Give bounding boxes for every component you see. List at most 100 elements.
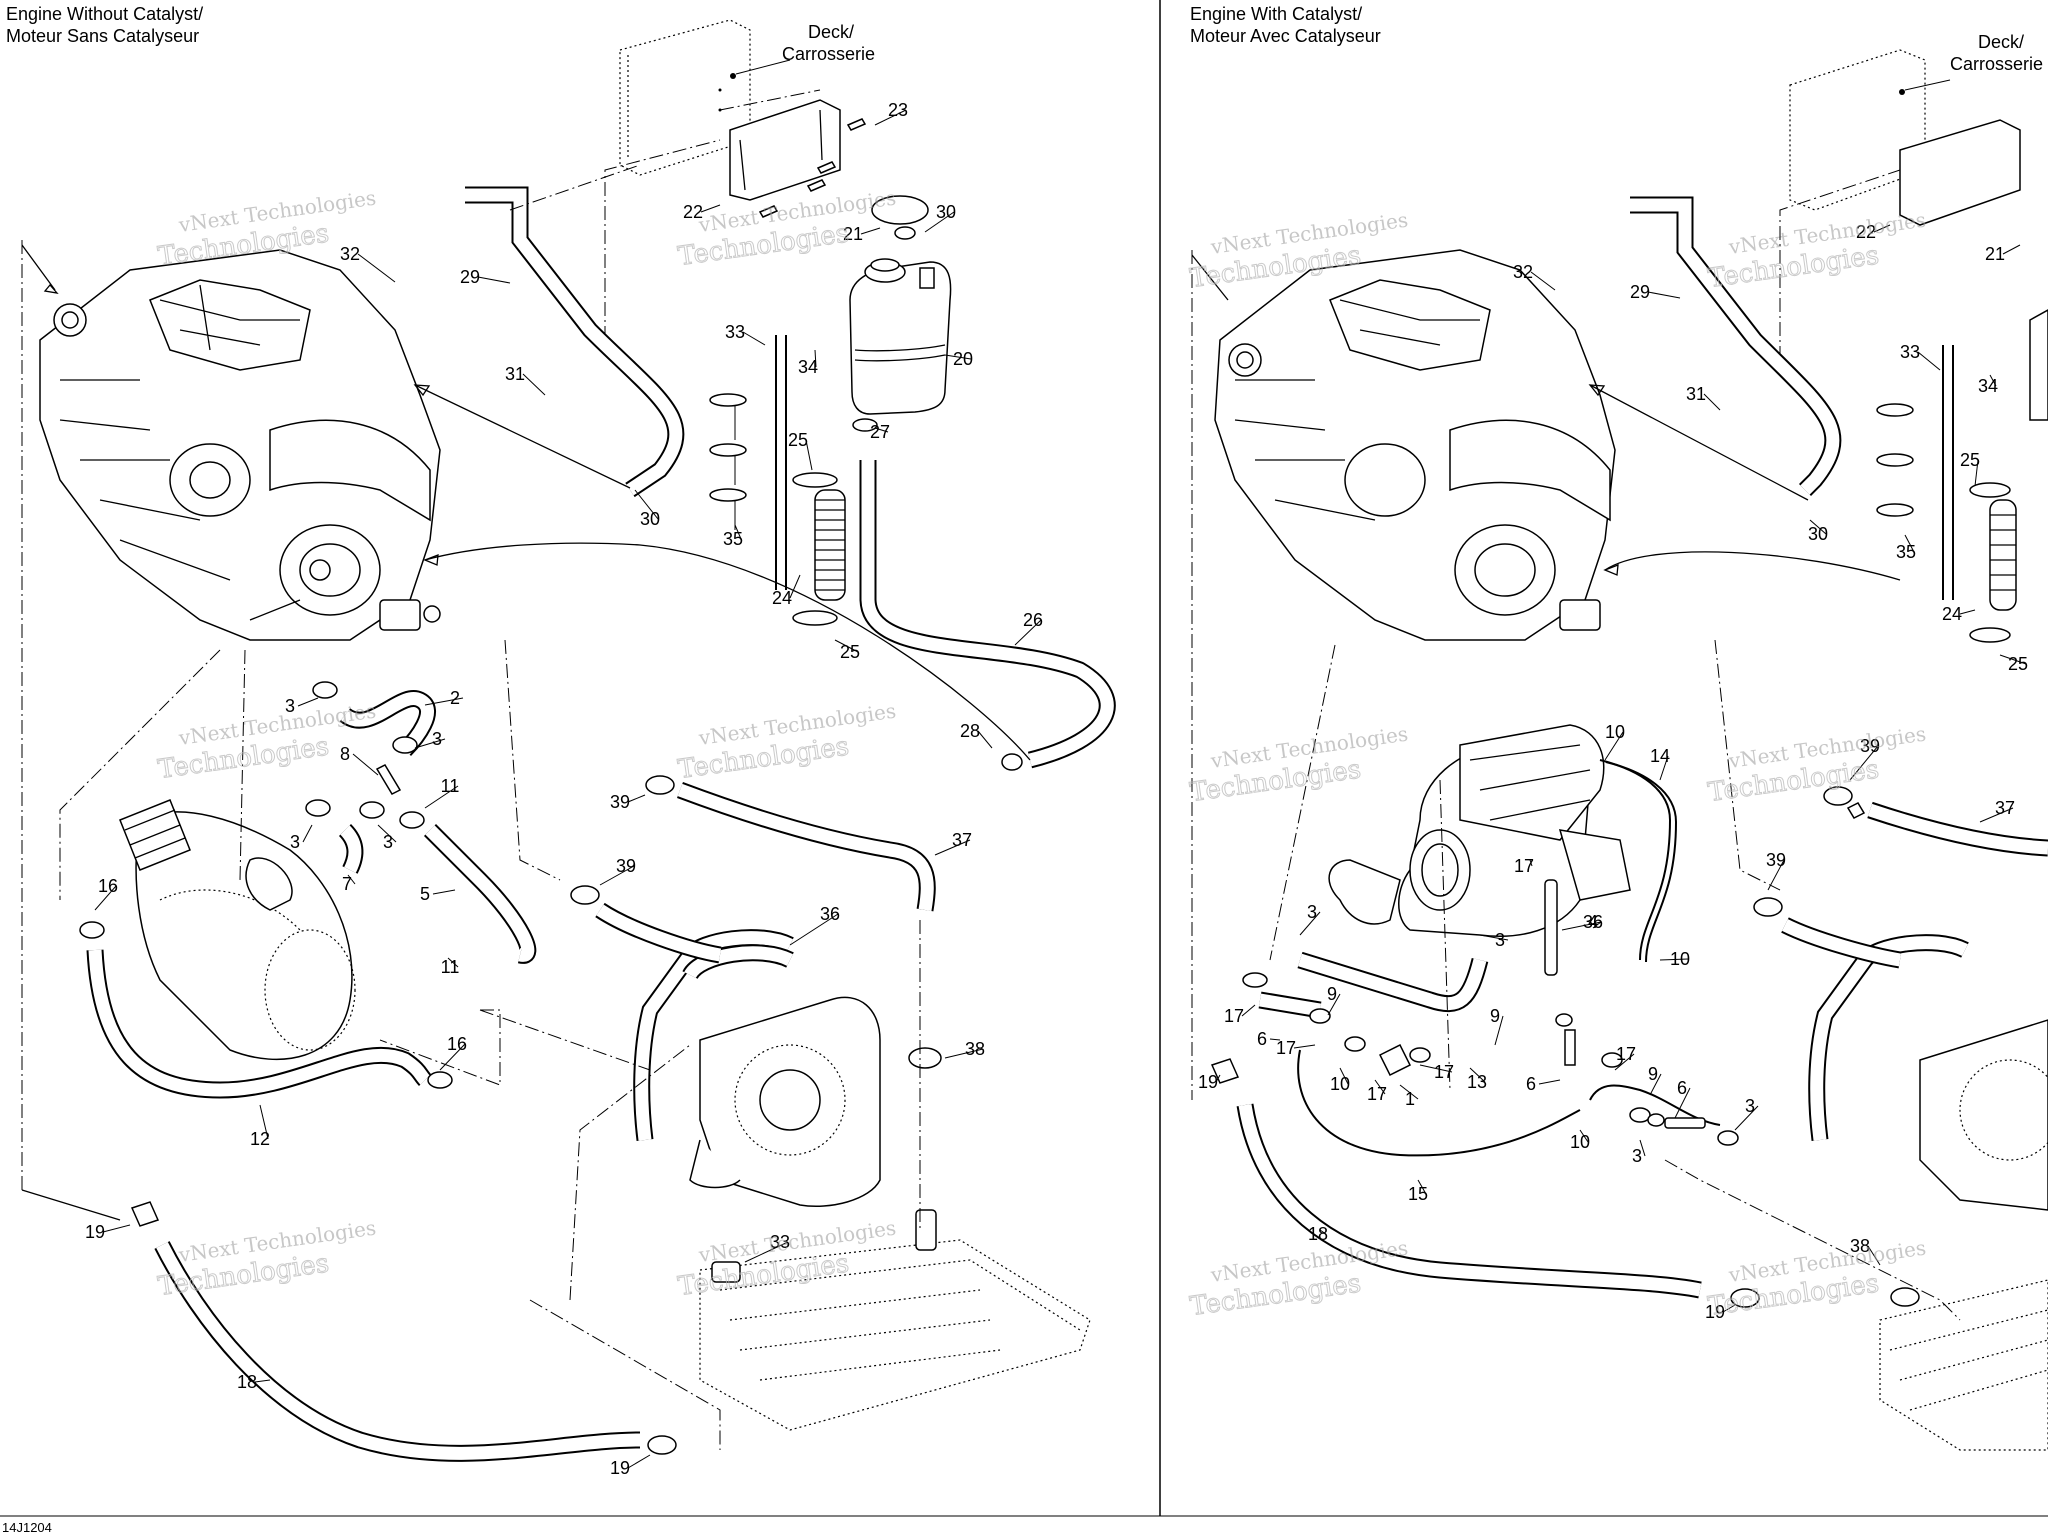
catalyst-tubing <box>1242 759 1739 1157</box>
clamps-35-right <box>1876 403 1914 517</box>
left-callout: 24 <box>772 588 792 608</box>
left-callout: 11 <box>441 957 460 977</box>
right-callout: 17 <box>1434 1062 1454 1082</box>
left-callout: 25 <box>840 642 860 662</box>
left-leader-line <box>944 1048 984 1059</box>
left-leader-line <box>439 1043 466 1071</box>
left-callout: 35 <box>723 529 743 549</box>
right-callout: 25 <box>1960 450 1980 470</box>
left-callout: 26 <box>1023 610 1043 630</box>
right-title-fr: Moteur Avec Catalyseur <box>1190 26 1381 46</box>
right-leader-line <box>1867 1245 1881 1266</box>
left-deck-fr: Carrosserie <box>782 44 875 64</box>
right-callout: 10 <box>1330 1074 1350 1094</box>
ride-plate-left <box>699 1209 1091 1431</box>
right-leader-line <box>1399 1084 1419 1100</box>
jet-pump-right <box>1919 1019 2048 1211</box>
clamps-3-left <box>305 681 425 829</box>
right-callout: 34 <box>1978 376 1998 396</box>
screws-23 <box>758 118 867 218</box>
left-callout: 19 <box>85 1222 105 1242</box>
right-leader-line <box>1592 921 1602 929</box>
right-callout: 9 <box>1648 1064 1658 1084</box>
left-leader-line <box>934 839 971 856</box>
hose-36 <box>633 929 794 1142</box>
left-leader-line <box>814 349 817 368</box>
right-leader-line <box>1989 374 1997 387</box>
right-panel: Engine With Catalyst/ Moteur Avec Cataly… <box>1190 4 2048 1451</box>
hose-37-right <box>1823 786 2048 857</box>
right-callout: 39 <box>1860 736 1880 756</box>
hose-12 <box>79 921 453 1099</box>
right-callout: 17 <box>1224 1006 1244 1026</box>
right-leader-line <box>1293 1044 1316 1049</box>
right-leader-line <box>1269 1038 1281 1041</box>
left-callout: 7 <box>342 874 352 894</box>
left-leader-line <box>94 885 117 911</box>
right-leader-line <box>1767 859 1785 891</box>
right-leader-line <box>1703 393 1721 411</box>
left-callout: 27 <box>870 422 890 442</box>
left-callout: 30 <box>936 202 956 222</box>
right-callout: 9 <box>1490 1006 1500 1026</box>
diagram-code: 14J1204 <box>2 1520 52 1535</box>
right-leader-line <box>1374 1079 1386 1095</box>
right-leader-line <box>1722 1304 1736 1313</box>
right-callout: 6 <box>1677 1078 1687 1098</box>
hose-7 <box>338 823 364 874</box>
right-leader-line <box>1809 519 1827 535</box>
left-callout: 28 <box>960 721 980 741</box>
left-leader-line <box>977 730 993 749</box>
clamp-38-left <box>908 1047 942 1069</box>
left-title-fr: Moteur Sans Catalyseur <box>6 26 199 46</box>
left-callout: 21 <box>843 224 863 244</box>
right-leader-line <box>1999 654 2027 665</box>
right-leader-line <box>1561 921 1602 931</box>
left-callout: 20 <box>953 349 973 369</box>
left-callout: 39 <box>616 856 636 876</box>
exhaust-muffler-left <box>119 799 356 1061</box>
left-leader-line <box>102 1224 131 1233</box>
right-leader-line <box>1659 958 1689 961</box>
right-callout: 39 <box>1766 850 1786 870</box>
right-callout: 19 <box>1198 1072 1218 1092</box>
left-callout: 38 <box>965 1039 985 1059</box>
left-callout: 12 <box>250 1129 270 1149</box>
right-callout: 6 <box>1257 1029 1267 1049</box>
right-leader-line <box>1419 1064 1453 1073</box>
right-leader-line <box>1327 993 1341 1016</box>
left-callout: 33 <box>725 322 745 342</box>
hose-18 <box>130 1201 677 1462</box>
right-leader-line <box>1979 807 2014 823</box>
right-callout: 32 <box>1513 262 1533 282</box>
left-leader-line <box>297 697 319 707</box>
right-deck-fr: Carrosserie <box>1950 54 2043 74</box>
left-leader-line <box>522 373 546 396</box>
left-callout: 32 <box>340 244 360 264</box>
right-leader-line <box>1529 859 1533 867</box>
right-callout: 17 <box>1367 1084 1387 1104</box>
left-leader-line <box>352 753 379 776</box>
hose-5 <box>423 823 537 964</box>
right-callout: 31 <box>1686 384 1706 404</box>
left-leader-line <box>302 824 313 843</box>
ride-plate-right <box>1879 1279 2048 1451</box>
left-leader-line <box>424 697 464 706</box>
left-callout: 5 <box>420 884 430 904</box>
left-leader-line <box>377 824 397 843</box>
left-callout: 8 <box>340 744 350 764</box>
left-callout: 3 <box>285 696 295 716</box>
right-leader-line <box>1299 911 1321 936</box>
engine-block-left <box>39 249 441 641</box>
left-leader-line <box>874 109 907 126</box>
right-leader-line <box>2002 244 2021 255</box>
left-callout: 31 <box>505 364 525 384</box>
right-leader-line <box>1649 1073 1662 1096</box>
engine-block-right <box>1214 249 1616 641</box>
left-leader-line <box>700 204 721 213</box>
right-callout: 1 <box>1405 1089 1415 1109</box>
right-callout: 17 <box>1616 1044 1636 1064</box>
left-callout: 19 <box>610 1458 630 1478</box>
right-leader-line <box>1974 459 1979 487</box>
right-deck-en: Deck/ <box>1978 32 2024 52</box>
